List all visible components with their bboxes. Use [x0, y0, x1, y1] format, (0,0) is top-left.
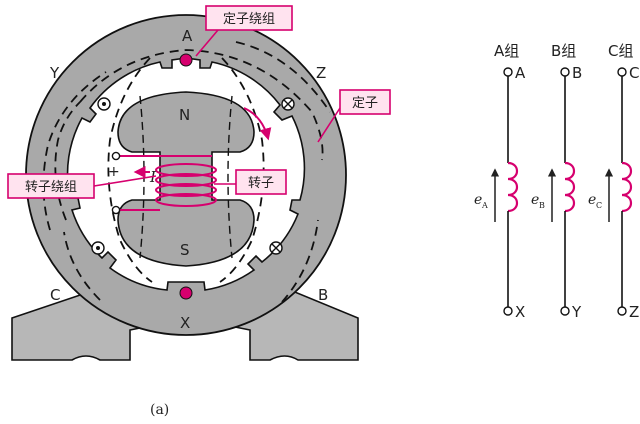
emf-label: e [474, 192, 482, 208]
winding-group-label: B组 [551, 42, 576, 60]
rotor [117, 91, 255, 267]
stator-conductors [91, 53, 295, 300]
pole-south: S [180, 241, 190, 259]
svg-text:定子绕组: 定子绕组 [223, 12, 275, 27]
winding-coil [507, 161, 519, 213]
top-terminal [503, 67, 513, 77]
bottom-terminal-label: X [515, 303, 525, 321]
emf-subscript: C [596, 201, 602, 210]
emf-subscript: A [481, 201, 488, 210]
pole-north: N [179, 106, 190, 124]
top-terminal-label: C [629, 64, 639, 82]
phase-mark-a: A [182, 27, 193, 45]
svg-text:定子: 定子 [352, 96, 378, 111]
phase-mark-b: B [318, 286, 328, 304]
winding-coil [621, 161, 633, 213]
rotor-terminals [111, 151, 121, 215]
conductor-c-dot [91, 241, 105, 255]
rotor-winding [120, 155, 217, 211]
rotation-arrow [243, 107, 272, 141]
phase-mark-x: X [180, 314, 190, 332]
phase-mark-c: C [50, 286, 60, 304]
bottom-terminal [503, 306, 513, 316]
callout-stator-winding: 定子绕组 [195, 5, 293, 57]
conductor-y-dot [97, 97, 111, 111]
emf-label: e [531, 192, 539, 208]
phase-mark-y: Y [49, 64, 60, 82]
winding-group-label: C组 [608, 42, 633, 60]
winding-group-label: A组 [494, 42, 519, 60]
bottom-terminal-label: Y [571, 303, 582, 321]
callout-rotor-winding: 转子绕组 [7, 173, 157, 199]
phase-mark-z: Z [316, 64, 326, 82]
figure-caption: (a) [150, 402, 169, 418]
emf-label: e [588, 192, 596, 208]
winding-coil [564, 161, 576, 213]
conductor-b-cross [269, 241, 283, 255]
top-terminal [617, 67, 627, 77]
callout-rotor: 转子 [214, 169, 287, 195]
conductor-z-cross [281, 97, 295, 111]
bottom-terminal-label: Z [629, 303, 639, 321]
top-terminal-label: A [515, 64, 526, 82]
svg-text:转子: 转子 [248, 176, 274, 191]
svg-text:转子绕组: 转子绕组 [25, 180, 77, 195]
callout-stator: 定子 [317, 89, 391, 143]
top-terminal [560, 67, 570, 77]
bottom-terminal [560, 306, 570, 316]
plus-sign: + [108, 164, 120, 180]
top-terminal-label: B [572, 64, 582, 82]
emf-subscript: B [539, 201, 545, 210]
rotor-terminal-minus [111, 205, 121, 215]
bottom-terminal [617, 306, 627, 316]
conductor-a [179, 53, 193, 67]
conductor-x [179, 286, 193, 300]
rotor-terminal-plus [111, 151, 121, 161]
